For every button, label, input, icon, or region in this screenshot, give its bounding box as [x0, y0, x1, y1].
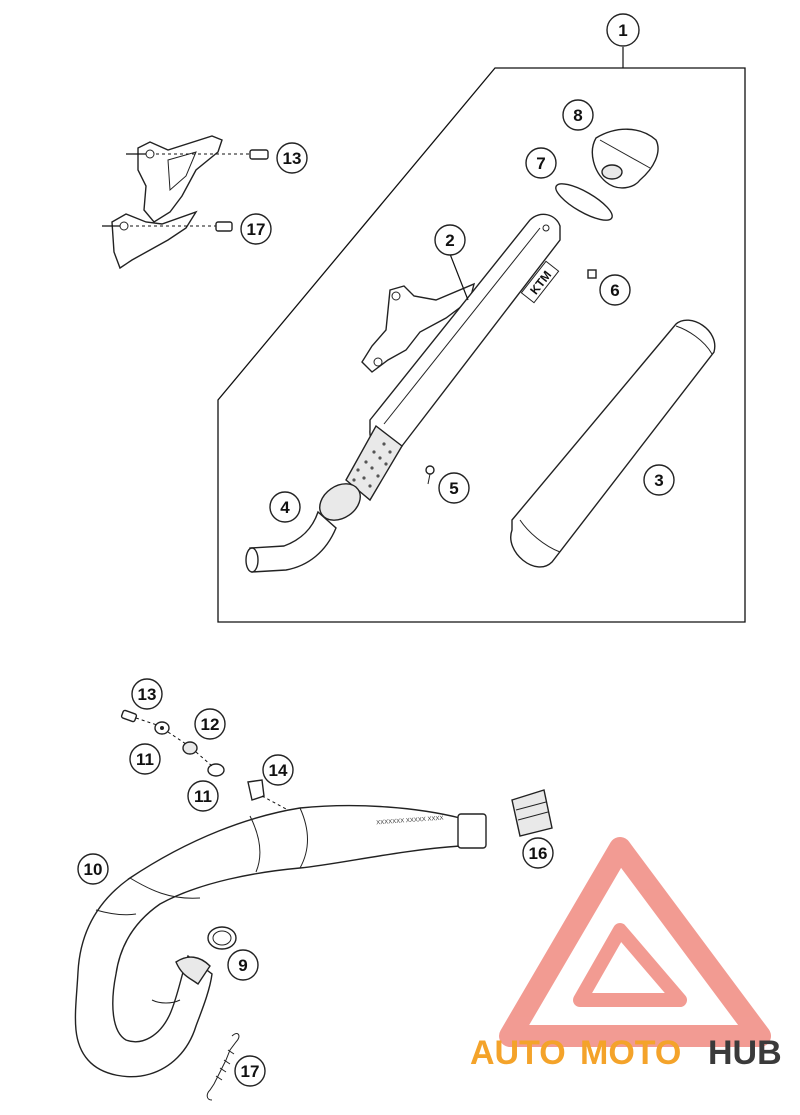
callout-13-top: 13	[276, 142, 308, 174]
svg-text:6: 6	[610, 281, 619, 300]
mounting-hardware	[120, 709, 289, 811]
callout-14: 14	[262, 754, 294, 786]
watermark-part1: AUTO	[470, 1034, 566, 1072]
svg-text:17: 17	[247, 220, 266, 239]
svg-text:1: 1	[618, 21, 627, 40]
callout-12: 12	[194, 708, 226, 740]
callout-6: 6	[599, 274, 631, 306]
svg-text:14: 14	[269, 761, 288, 780]
svg-text:11: 11	[194, 787, 212, 806]
watermark-part3: HUB	[708, 1034, 782, 1072]
watermark-triangle-inner	[573, 923, 687, 1007]
callout-17-top: 17	[240, 213, 272, 245]
callout-7: 7	[525, 147, 557, 179]
svg-text:8: 8	[573, 106, 582, 125]
svg-text:3: 3	[654, 471, 663, 490]
callout-13-bottom: 13	[131, 678, 163, 710]
perforation-holes	[352, 442, 392, 488]
callout-9: 9	[227, 949, 259, 981]
assembly-1-frame	[217, 67, 746, 623]
svg-text:9: 9	[238, 956, 247, 975]
callout-4: 4	[269, 491, 301, 523]
nut-6	[587, 269, 597, 279]
svg-text:17: 17	[241, 1062, 260, 1081]
spring	[206, 1033, 240, 1101]
callout-11-b: 11	[187, 780, 219, 812]
svg-text:5: 5	[449, 479, 458, 498]
svg-text:16: 16	[529, 844, 548, 863]
svg-text:13: 13	[138, 685, 157, 704]
callout-17-bottom: 17	[234, 1055, 266, 1087]
callout-10: 10	[77, 853, 109, 885]
svg-text:10: 10	[84, 860, 103, 879]
silencer-sleeve	[510, 319, 716, 568]
watermark-part2: MOTO	[580, 1034, 681, 1072]
callout-16: 16	[522, 837, 554, 869]
svg-text:4: 4	[280, 498, 290, 517]
callout-1: 1	[606, 13, 640, 47]
svg-text:2: 2	[445, 231, 454, 250]
callout-8: 8	[562, 99, 594, 131]
svg-text:7: 7	[536, 154, 545, 173]
end-cap	[591, 128, 659, 189]
o-ring	[555, 183, 613, 221]
svg-text:13: 13	[283, 149, 302, 168]
bracket-detail-top	[102, 135, 269, 270]
callout-3: 3	[643, 464, 675, 496]
rubber-sleeve	[511, 789, 553, 837]
callout-5: 5	[438, 472, 470, 504]
svg-text:11: 11	[136, 750, 154, 769]
callout-2: 2	[434, 224, 469, 301]
seal-ring	[207, 926, 237, 950]
inlet-pipe	[245, 483, 361, 573]
screw-5	[425, 465, 435, 485]
callout-11-a: 11	[129, 743, 161, 775]
watermark-logo	[499, 837, 771, 1047]
watermark-triangle-outer	[499, 837, 771, 1047]
muffler-assembly: KTM	[345, 213, 561, 502]
svg-text:12: 12	[201, 715, 220, 734]
svg-text:XXXXXXX XXXXX XXXX: XXXXXXX XXXXX XXXX	[376, 816, 444, 827]
exhaust-header-pipe: XXXXXXX XXXXX XXXX	[74, 804, 487, 1078]
